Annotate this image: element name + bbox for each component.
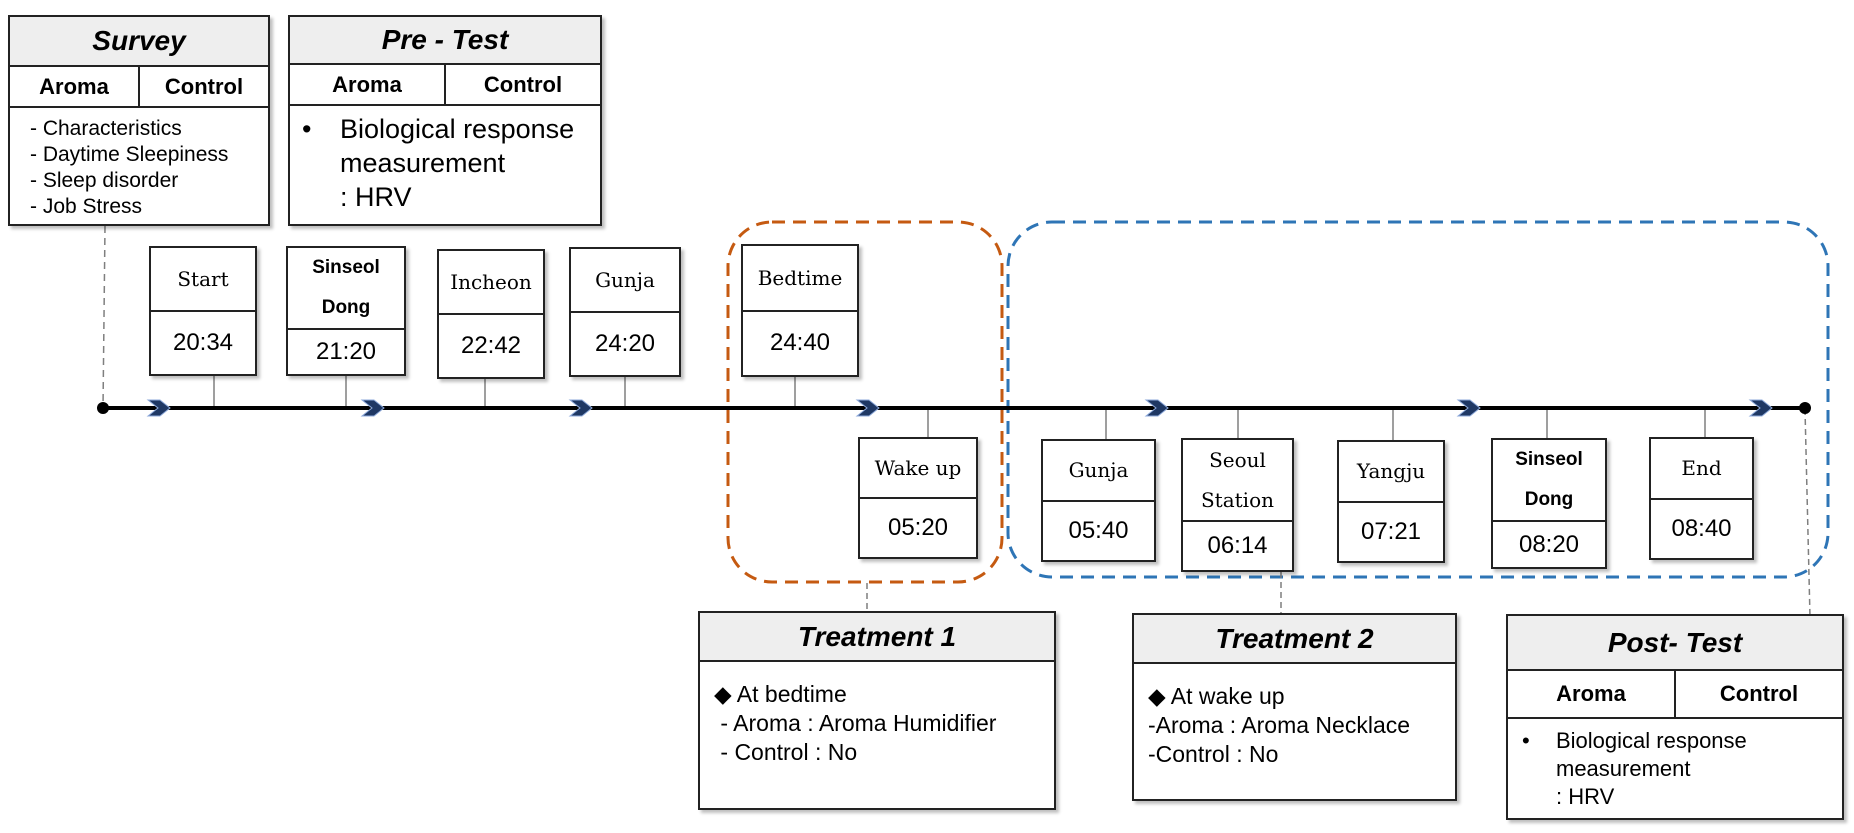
stop-name: Incheon xyxy=(439,251,543,315)
treatment2-line: -Aroma : Aroma Necklace xyxy=(1148,712,1411,738)
treatment1-region xyxy=(726,220,1004,584)
stop-gunja-top: Gunja 24:20 xyxy=(569,247,681,377)
stop-time: 05:20 xyxy=(887,514,949,541)
treatment1-line: ◆ At bedtime xyxy=(714,681,847,707)
timeline-arrow xyxy=(146,399,171,417)
posttest-control-label: Control xyxy=(1674,671,1842,717)
connector-lines xyxy=(102,225,1811,618)
posttest-line: measurement xyxy=(1556,756,1691,781)
treatment2-region xyxy=(1006,220,1830,579)
pretest-line: Biological response xyxy=(340,114,575,144)
stop-name: Gunja xyxy=(571,249,679,313)
stop-time: 24:20 xyxy=(594,330,656,357)
pretest-line: : HRV xyxy=(340,182,412,212)
pretest-aroma-label: Aroma xyxy=(332,71,402,97)
survey-items: - Characteristics - Daytime Sleepiness -… xyxy=(10,108,268,228)
stop-time: 22:42 xyxy=(460,332,522,359)
stop-start: Start 20:34 xyxy=(149,246,257,376)
timeline-arrow xyxy=(360,399,385,417)
posttest-content: • Biological response measurement : HRV xyxy=(1508,719,1842,819)
survey-control-label: Control xyxy=(138,67,268,106)
stop-wake-up: Wake up 05:20 xyxy=(858,437,978,559)
posttest-box: Post- Test Aroma Control • Biological re… xyxy=(1506,614,1844,820)
survey-item: - Sleep disorder xyxy=(30,169,179,192)
stop-time: 21:20 xyxy=(315,338,377,365)
timeline-arrow xyxy=(1144,399,1169,417)
treatment2-content: ◆ At wake up -Aroma : Aroma Necklace -Co… xyxy=(1134,664,1455,787)
pretest-text: Biological response measurement : HRV xyxy=(340,112,574,214)
stop-name: Sinseol Dong xyxy=(288,248,404,330)
stop-yangju: Yangju 07:21 xyxy=(1337,440,1445,563)
treatment2-line: ◆ At wake up xyxy=(1148,683,1285,709)
treatment1-line: - Control : No xyxy=(714,739,858,765)
pretest-content: • Biological response measurement : HRV xyxy=(290,106,600,220)
treatment1-title: Treatment 1 xyxy=(700,613,1054,662)
stop-seoul-station: Seoul Station 06:14 xyxy=(1181,438,1294,572)
posttest-line: Biological response xyxy=(1556,728,1747,753)
treatment2-box: Treatment 2 ◆ At wake up -Aroma : Aroma … xyxy=(1132,613,1457,801)
timeline-start-dot xyxy=(97,402,109,414)
stop-name: Start xyxy=(151,248,255,312)
stop-sinseol-dong: Sinseol Dong 21:20 xyxy=(286,246,406,376)
stop-time: 20:34 xyxy=(172,329,234,356)
pretest-control-label: Control xyxy=(444,65,600,104)
pretest-title: Pre - Test xyxy=(290,17,600,65)
timeline-end-dot xyxy=(1799,402,1811,414)
stop-gunja-bottom: Gunja 05:40 xyxy=(1041,439,1156,562)
survey-item: - Characteristics xyxy=(30,117,182,140)
pretest-groups: Aroma Control xyxy=(290,65,600,106)
survey-item: - Job Stress xyxy=(30,195,143,218)
pretest-box: Pre - Test Aroma Control • Biological re… xyxy=(288,15,602,226)
posttest-text: Biological response measurement : HRV xyxy=(1556,727,1747,811)
stop-time: 24:40 xyxy=(769,329,831,357)
stop-name: Wake up xyxy=(860,439,976,499)
stop-sinseol-dong-bottom: Sinseol Dong 08:20 xyxy=(1491,438,1607,569)
treatment1-line: - Aroma : Aroma Humidifier xyxy=(714,710,997,736)
posttest-connector xyxy=(1804,408,1811,618)
treatment2-line: -Control : No xyxy=(1148,741,1279,767)
treatment2-title: Treatment 2 xyxy=(1134,615,1455,664)
timeline-arrow xyxy=(568,399,593,417)
posttest-groups: Aroma Control xyxy=(1508,671,1842,719)
pretest-bullet-row: • Biological response measurement : HRV xyxy=(302,112,588,214)
posttest-bullet-row: • Biological response measurement : HRV xyxy=(1522,727,1828,811)
stop-name: Sinseol Dong xyxy=(1493,440,1605,522)
stop-time: 08:20 xyxy=(1518,530,1580,558)
stop-bedtime: Bedtime 24:40 xyxy=(741,244,859,377)
timeline-arrow xyxy=(855,399,880,417)
survey-groups: Aroma Control xyxy=(10,67,268,108)
posttest-aroma-label: Aroma xyxy=(1556,681,1626,706)
treatment1-content: ◆ At bedtime - Aroma : Aroma Humidifier … xyxy=(700,662,1054,785)
bullet-icon: • xyxy=(1522,728,1530,753)
survey-item: - Daytime Sleepiness xyxy=(30,143,229,166)
stop-time: 05:40 xyxy=(1068,516,1129,544)
stop-time: 07:21 xyxy=(1360,517,1422,545)
survey-title: Survey xyxy=(10,17,268,67)
stop-name: Seoul Station xyxy=(1183,440,1292,522)
stop-time: 06:14 xyxy=(1207,532,1268,559)
stop-name: Yangju xyxy=(1339,442,1443,503)
survey-box: Survey Aroma Control - Characteristics -… xyxy=(8,15,270,226)
survey-aroma-label: Aroma xyxy=(39,73,109,99)
pretest-line: measurement xyxy=(340,148,506,178)
posttest-line: : HRV xyxy=(1556,784,1615,809)
timeline-arrow xyxy=(1456,399,1481,417)
stop-name: Gunja xyxy=(1043,441,1154,502)
treatment1-box: Treatment 1 ◆ At bedtime - Aroma : Aroma… xyxy=(698,611,1056,810)
stop-name: Bedtime xyxy=(743,246,857,312)
timeline-arrows xyxy=(146,399,1773,417)
stop-name: End xyxy=(1651,439,1752,500)
survey-connector xyxy=(102,225,106,409)
stop-incheon: Incheon 22:42 xyxy=(437,249,545,379)
posttest-title: Post- Test xyxy=(1508,616,1842,671)
bullet-icon: • xyxy=(302,114,312,144)
stop-end: End 08:40 xyxy=(1649,437,1754,560)
stop-time: 08:40 xyxy=(1671,514,1732,542)
timeline-arrow xyxy=(1748,399,1773,417)
